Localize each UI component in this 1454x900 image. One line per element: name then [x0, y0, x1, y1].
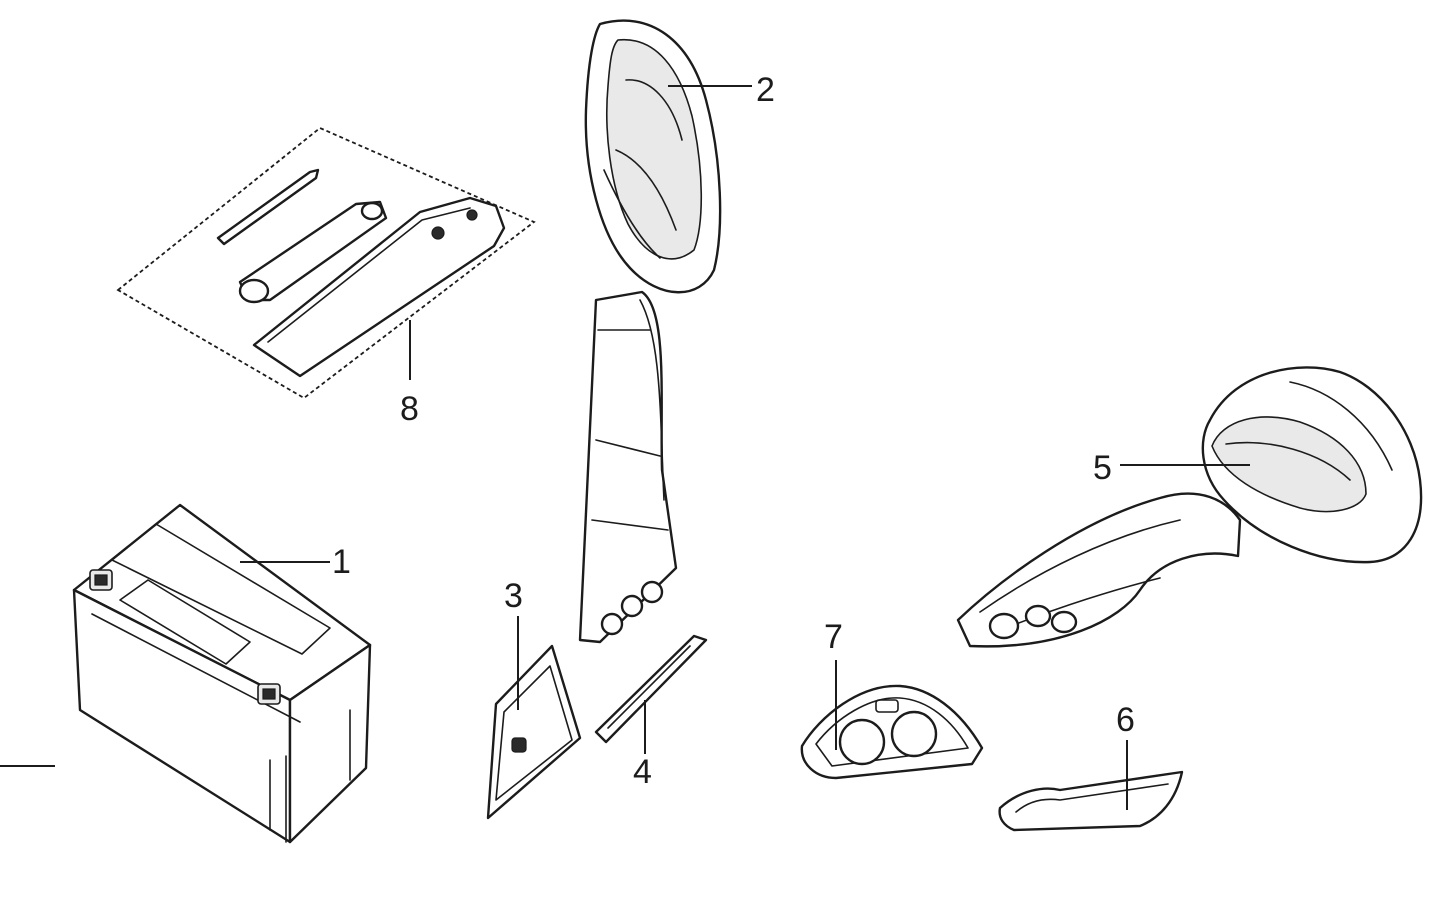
callout-6: 6	[1116, 701, 1135, 739]
part-switch-bezel	[800, 684, 984, 780]
callout-2: 2	[756, 71, 775, 109]
part-battery	[72, 503, 372, 844]
part-left-cover	[486, 644, 582, 820]
callout-4: 4	[633, 753, 652, 791]
part-right-mirror	[956, 366, 1423, 648]
part-tool-kit	[116, 126, 536, 400]
part-right-trim	[998, 770, 1184, 832]
callout-1: 1	[332, 543, 351, 581]
callout-3: 3	[504, 577, 523, 615]
callout-7: 7	[824, 618, 843, 656]
part-left-mirror	[578, 19, 722, 644]
part-left-trim	[594, 634, 708, 744]
callout-8: 8	[400, 390, 419, 428]
callout-5: 5	[1093, 449, 1112, 487]
